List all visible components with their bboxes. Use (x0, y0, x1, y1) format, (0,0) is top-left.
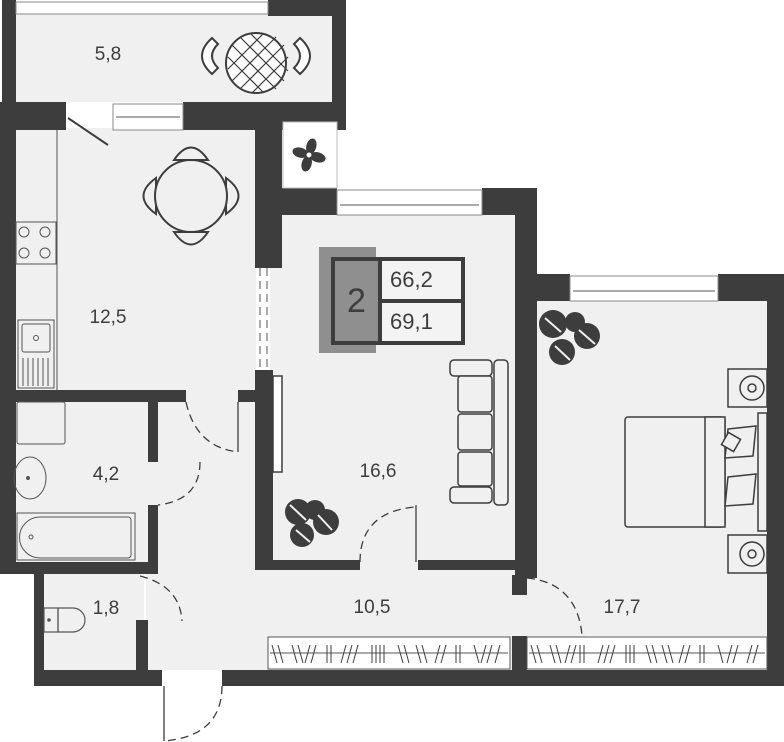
area-label-bedroom: 17,7 (603, 597, 641, 618)
door-kitchen (185, 401, 239, 453)
area-label-bathroom: 4,2 (92, 464, 120, 485)
door-entrance (163, 685, 223, 742)
dining-table-icon (142, 146, 240, 246)
floor-hallway-ext (146, 560, 586, 640)
rooms-count: 2 (335, 261, 382, 341)
bathtub-icon (16, 512, 136, 561)
window-living (336, 189, 483, 216)
sink-icon (17, 319, 55, 389)
washbasin-icon (13, 456, 47, 500)
badge-box: 2 66,2 69,1 (331, 257, 465, 345)
floor-bathroom (16, 400, 156, 562)
windows (15, 1, 719, 302)
area-label-balcony: 5,8 (94, 44, 122, 65)
fan-icon (292, 138, 326, 172)
doors[interactable] (139, 401, 583, 742)
nightstand-icon (727, 368, 768, 408)
door-toilet (139, 575, 183, 622)
toilet-icon (43, 607, 86, 633)
wardrobe-icon (267, 636, 511, 670)
door-bathroom (157, 461, 201, 506)
total-area-with-balcony: 69,1 (382, 299, 461, 341)
bistro-table-icon (201, 32, 311, 94)
balcony-door[interactable] (67, 117, 109, 146)
sliding-partition[interactable] (259, 268, 268, 370)
area-label-living: 16,6 (359, 461, 397, 482)
window-balcony (15, 1, 269, 15)
total-area: 66,2 (390, 267, 433, 292)
area-label-toilet: 1,8 (92, 598, 120, 619)
door-living (359, 506, 416, 563)
door-bedroom (526, 577, 583, 636)
window-bedroom (569, 275, 719, 302)
floor-toilet (44, 572, 144, 670)
plant-icon (285, 499, 339, 547)
wardrobe-icon (526, 636, 768, 670)
walls (0, 0, 784, 686)
badge-areas: 66,2 69,1 (382, 261, 461, 341)
tv-icon (272, 375, 283, 473)
stove-icon (15, 221, 57, 265)
plant-icon (539, 310, 600, 365)
bed-icon (624, 412, 768, 532)
kitchen-counter (15, 130, 58, 390)
area-label-hallway: 10,5 (353, 597, 391, 618)
sofa-icon (449, 359, 509, 506)
washing-machine-icon (16, 401, 66, 445)
apartment-badge: 2 66,2 69,1 (319, 247, 465, 353)
floor-kitchen (16, 128, 256, 390)
area-label-kitchen: 12,5 (89, 307, 127, 328)
nightstand-icon (727, 534, 768, 574)
